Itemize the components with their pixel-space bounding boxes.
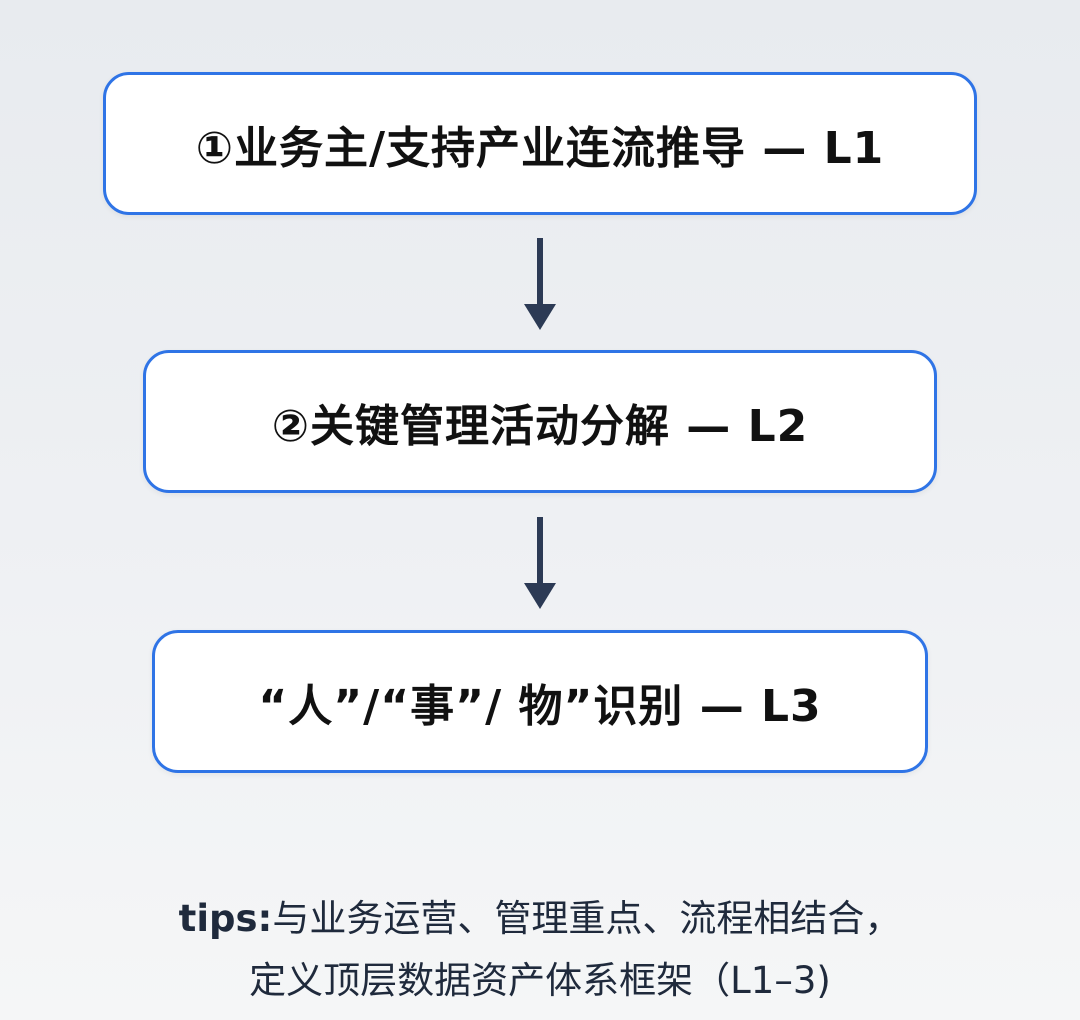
step-box-l1: ①业务主/支持产业连流推导 — L1	[103, 72, 977, 215]
tips-line-2: 定义顶层数据资产体系框架（L1–3)	[0, 950, 1080, 1012]
step-box-l2: ②关键管理活动分解 — L2	[143, 350, 937, 493]
step-box-l3: “人”/“事”/ 物”识别 — L3	[152, 630, 928, 773]
step-label-l2: ②关键管理活动分解 — L2	[271, 400, 809, 452]
step-label-l1: ①业务主/支持产业连流推导 — L1	[195, 122, 885, 174]
arrow-down-icon	[524, 238, 556, 330]
tips-text-1: 与业务运营、管理重点、流程相结合，	[272, 897, 902, 940]
step-label-l3: “人”/“事”/ 物”识别 — L3	[258, 680, 822, 732]
tips-text-2: 定义顶层数据资产体系框架（L1–3)	[249, 959, 831, 1002]
arrow-down-icon	[524, 517, 556, 609]
tips-line-1: tips:与业务运营、管理重点、流程相结合，	[0, 888, 1080, 950]
tips-prefix: tips:	[178, 897, 273, 940]
